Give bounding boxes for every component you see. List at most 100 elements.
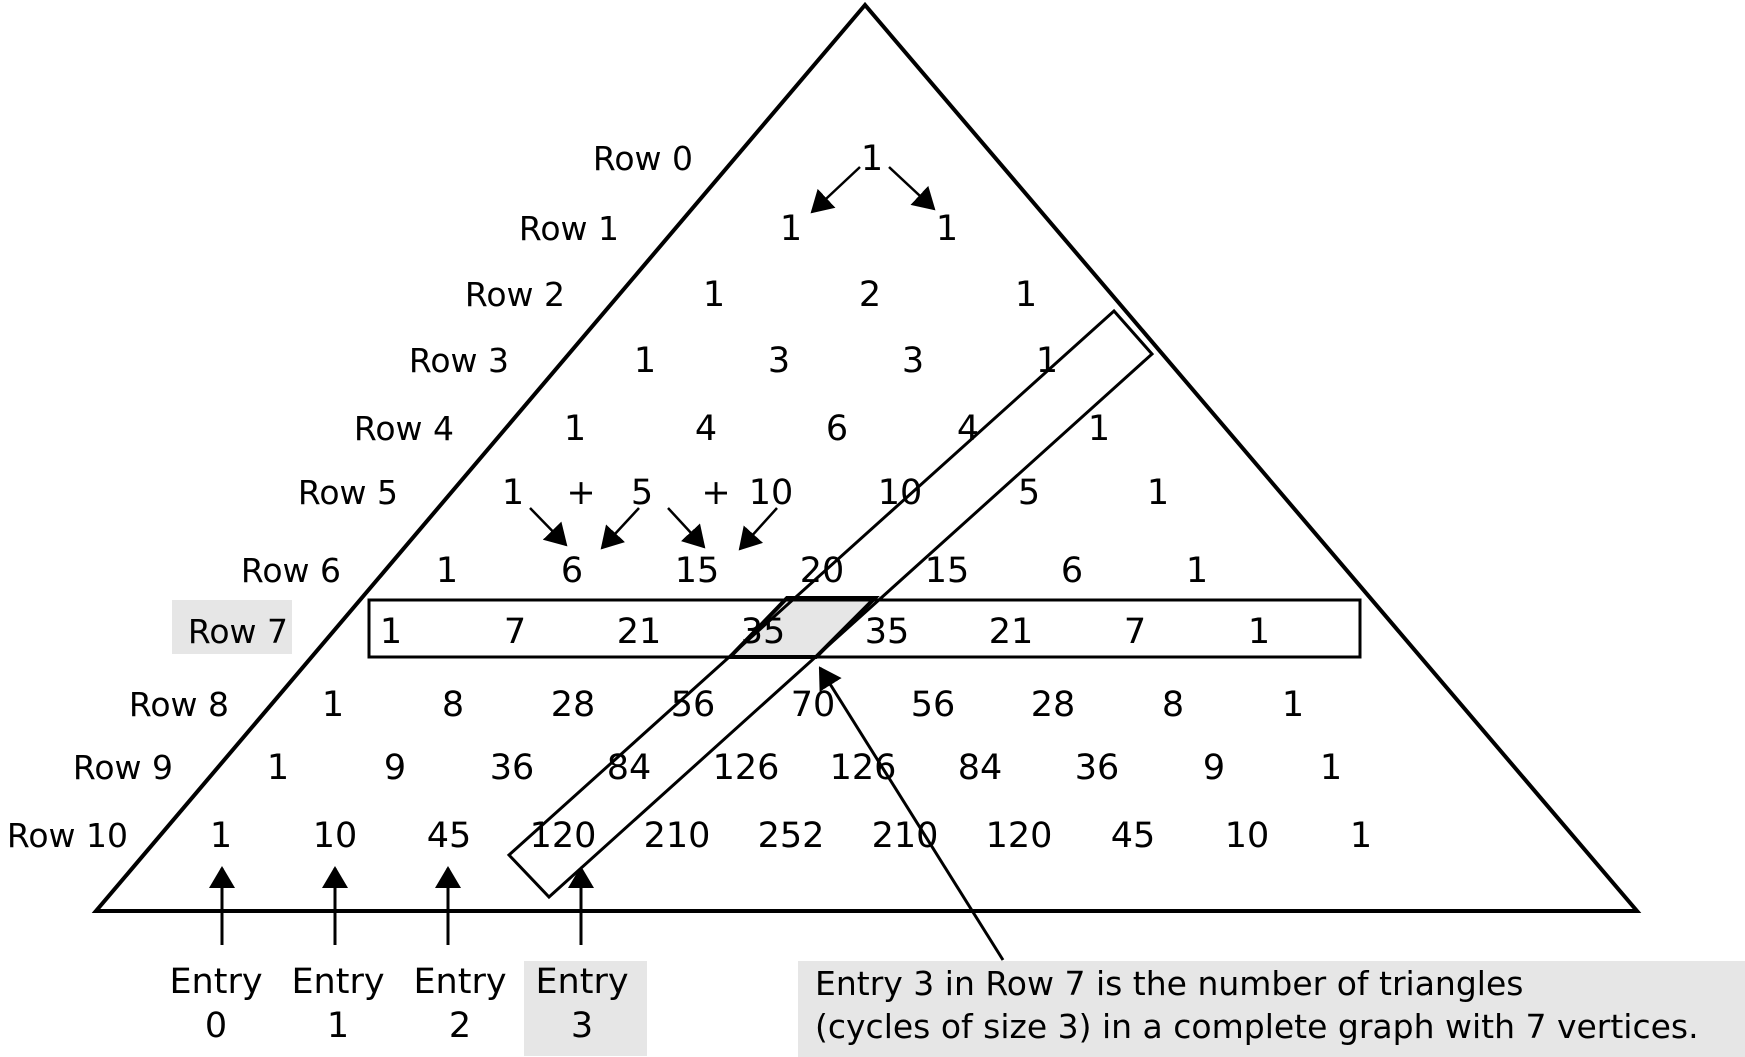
entry-r4-c1: 4 [695,409,717,449]
row-7-label-highlight [172,600,292,654]
entry-r8-c2: 28 [551,685,596,725]
entry-r6-c5: 6 [1061,551,1083,591]
row-label-1: Row 1 [519,209,619,248]
entry-r7-c7: 1 [1248,612,1270,652]
entry-3-label-highlight [524,961,647,1056]
entry-r10-c0: 1 [210,816,232,856]
entry-r7-c5: 21 [989,612,1034,652]
entry-r10-c6: 210 [872,816,939,856]
arrow-row5-a [529,507,568,547]
entry-r5-c5: 1 [1147,473,1169,513]
plus-sign: + [566,473,595,513]
triangle-outline [91,1,1642,913]
row-label-7: Row 7 [188,612,288,651]
entry-r10-c10: 1 [1350,816,1372,856]
entry-r9-c2: 36 [490,748,535,788]
entry-r9-c9: 1 [1320,748,1342,788]
entry-r3-c3: 1 [1036,341,1058,381]
entry-r9-c7: 36 [1075,748,1120,788]
entry-r5-c1: 5 [631,473,653,513]
entry-r9-c8: 9 [1203,748,1225,788]
entry-r1-c0: 1 [780,209,802,249]
entry-r8-c3: 56 [671,685,716,725]
entry-r7-c2: 21 [617,612,662,652]
entry-0-word: Entry [169,962,262,1002]
entry-r8-c7: 8 [1162,685,1184,725]
entry-r2-c0: 1 [703,275,725,315]
entry-r3-c2: 3 [902,341,924,381]
entry-r10-c2: 45 [427,816,472,856]
entry-r5-c4: 5 [1018,473,1040,513]
entry-r10-c4: 210 [644,816,711,856]
arrow-row5-d [738,507,778,551]
row-label-9: Row 9 [73,748,173,787]
entry-r8-c5: 56 [911,685,956,725]
callout-box [798,961,1745,1057]
entry-3-word: Entry [535,962,628,1002]
entry-r10-c5: 252 [758,816,825,856]
row-label-6: Row 6 [241,551,341,590]
entry-r8-c4: 70 [791,685,836,725]
entry-r8-c1: 8 [442,685,464,725]
entry-r1-c1: 1 [936,209,958,249]
arrow-row5-b [600,507,640,550]
entry-r3-c1: 3 [768,341,790,381]
row-label-2: Row 2 [465,275,565,314]
entry-2-word: Entry [413,962,506,1002]
entry-r0-c0: 1 [861,139,883,179]
entry-1-word: Entry [291,962,384,1002]
arrow-row5-c [667,507,706,549]
row-label-4: Row 4 [354,409,454,448]
entry-r7-c6: 7 [1124,612,1146,652]
entry-r8-c0: 1 [322,685,344,725]
entry-r8-c6: 28 [1031,685,1076,725]
entry-r4-c0: 1 [564,409,586,449]
entry-r3-c0: 1 [634,341,656,381]
row-label-5: Row 5 [298,473,398,512]
plus-sign: + [701,473,730,513]
entry-r9-c4: 126 [713,748,780,788]
arrow-row0-left [810,166,861,214]
callout-line-2: (cycles of size 3) in a complete graph w… [815,1007,1699,1046]
entry-r2-c2: 1 [1015,275,1037,315]
entry-r4-c4: 1 [1088,409,1110,449]
row-7-box [367,598,1362,659]
row-label-10: Row 10 [7,816,128,855]
entry-r10-c3: 120 [530,816,597,856]
entry-0-number: 0 [205,1006,227,1046]
entry-r10-c8: 45 [1111,816,1156,856]
row-label-8: Row 8 [129,685,229,724]
row-label-3: Row 3 [409,341,509,380]
entry-r9-c0: 1 [267,748,289,788]
row-labels: Row 0 Row 1 Row 2 Row 3 Row 4 Row 5 Row 6 Row 7… [7,139,693,855]
entry-2-number: 2 [449,1006,471,1046]
row-label-0: Row 0 [593,139,693,178]
entry-r6-c3: 20 [800,551,845,591]
callout-line-1: Entry 3 in Row 7 is the number of triang… [815,964,1523,1003]
entry-r6-c0: 1 [436,551,458,591]
arrow-row0-right [888,166,936,211]
entry-r6-c1: 6 [561,551,583,591]
entry-1-number: 1 [327,1006,349,1046]
entry-r6-c2: 15 [675,551,720,591]
entry-r7-c3: 35 [741,612,786,652]
entry-r10-c1: 10 [313,816,358,856]
entry-r5-c2: 10 [749,473,794,513]
entry-r7-c0: 1 [380,612,402,652]
entry-r4-c3: 4 [957,409,979,449]
entry-r6-c4: 15 [925,551,970,591]
entry-r6-c6: 1 [1186,551,1208,591]
entry-r4-c2: 6 [826,409,848,449]
entry-r9-c5: 126 [830,748,897,788]
entry-r7-c4: 35 [865,612,910,652]
callout-arrow [818,666,1005,961]
entry-r7-c1: 7 [504,612,526,652]
entry-r9-c3: 84 [607,748,652,788]
entry-r2-c1: 2 [859,275,881,315]
entry-3-number: 3 [571,1006,593,1046]
entry-r10-c7: 120 [986,816,1053,856]
entry-r9-c1: 9 [384,748,406,788]
entry-r8-c8: 1 [1282,685,1304,725]
